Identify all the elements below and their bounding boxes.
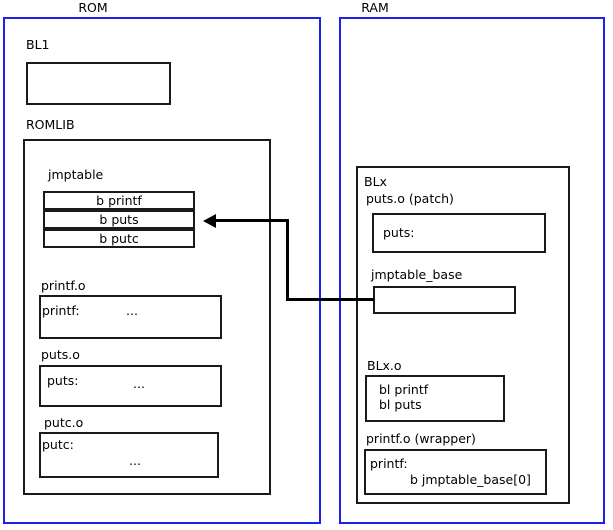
ram-region <box>339 17 605 524</box>
jmptable-entry-b-puts: b puts <box>43 210 195 229</box>
blx-label: BLx <box>364 174 387 189</box>
connector-arrow-head-icon <box>203 213 216 228</box>
rom-puts-o-label: puts.o <box>41 347 80 362</box>
connector-vertical <box>286 219 289 301</box>
bl1-box <box>26 62 171 105</box>
printf-wrapper-branch: b jmptable_base[0] <box>410 472 531 487</box>
blx-o-label: BLx.o <box>367 358 402 373</box>
jmptable-base-label: jmptable_base <box>371 267 463 282</box>
printf-wrapper-box: printf: b jmptable_base[0] <box>364 449 547 495</box>
rom-printf-symbol: printf: <box>42 303 80 318</box>
puts-patch-symbol: puts: <box>383 225 415 240</box>
rom-putc-o-box: putc: ... <box>39 432 219 478</box>
rom-putc-body: ... <box>129 453 141 468</box>
romlib-label: ROMLIB <box>26 117 75 132</box>
puts-patch-label: puts.o (patch) <box>366 191 454 206</box>
rom-region <box>3 17 321 524</box>
puts-patch-box: puts: <box>372 213 546 253</box>
rom-printf-o-box: printf: ... <box>39 295 222 339</box>
jmptable-label: jmptable <box>48 167 104 182</box>
rom-putc-o-label: putc.o <box>44 415 84 430</box>
bl1-label: BL1 <box>26 37 50 52</box>
connector-horizontal-upper <box>213 219 289 222</box>
blx-o-line-bl-printf: bl printf <box>379 382 429 397</box>
connector-horizontal-lower <box>286 298 374 301</box>
rom-puts-body: ... <box>133 376 145 391</box>
rom-puts-symbol: puts: <box>47 373 79 388</box>
rom-region-title: ROM <box>78 0 108 15</box>
ram-region-title: RAM <box>361 0 389 15</box>
rom-printf-body: ... <box>126 303 138 318</box>
jmptable-entry-b-printf: b printf <box>43 191 195 210</box>
jmptable-entry-b-putc: b putc <box>43 229 195 248</box>
rom-printf-o-label: printf.o <box>41 278 86 293</box>
printf-wrapper-label: printf.o (wrapper) <box>366 431 476 446</box>
blx-o-box: bl printf bl puts <box>365 375 505 422</box>
rom-putc-symbol: putc: <box>42 437 74 452</box>
blx-o-line-bl-puts: bl puts <box>379 397 422 412</box>
rom-puts-o-box: puts: ... <box>39 365 222 407</box>
jmptable-base-box <box>373 286 516 314</box>
printf-wrapper-symbol: printf: <box>370 456 408 471</box>
